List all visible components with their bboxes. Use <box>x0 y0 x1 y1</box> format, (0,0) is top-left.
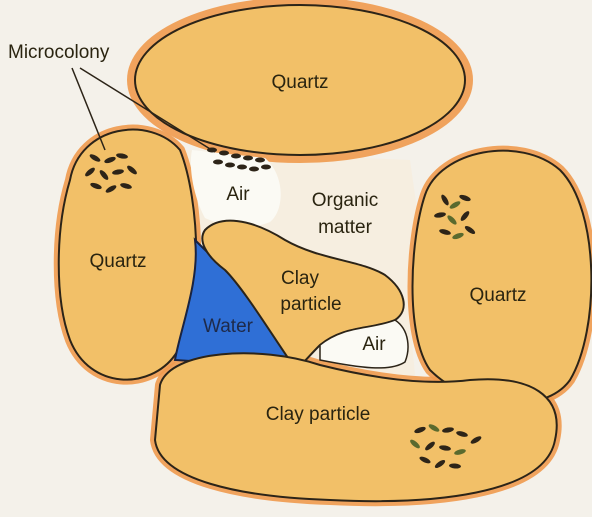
pointer-line-left <box>71 67 106 151</box>
label-air-bottom: Air <box>362 334 386 355</box>
microcolony-right <box>434 194 476 240</box>
quartz-right <box>411 149 592 405</box>
label-clay-center-line1: Clay <box>281 268 320 289</box>
label-air-top: Air <box>226 184 250 205</box>
microcolony-left <box>85 153 137 193</box>
label-quartz-right: Quartz <box>469 285 526 306</box>
label-water: Water <box>203 316 254 337</box>
label-clay-center-line2: particle <box>280 294 341 315</box>
microcolony-top <box>207 147 271 172</box>
microcolony-bottom <box>410 424 482 469</box>
label-clay-bottom: Clay particle <box>266 404 371 425</box>
pointer-line-top <box>79 67 216 153</box>
label-quartz-top: Quartz <box>271 72 328 93</box>
label-organic-line2: matter <box>318 217 373 238</box>
label-microcolony: Microcolony <box>8 42 110 63</box>
air-bottom-region <box>319 319 409 369</box>
label-organic-line1: Organic <box>312 190 379 211</box>
label-quartz-left: Quartz <box>89 251 146 272</box>
quartz-top-halo <box>127 0 473 163</box>
quartz-top <box>134 4 466 156</box>
